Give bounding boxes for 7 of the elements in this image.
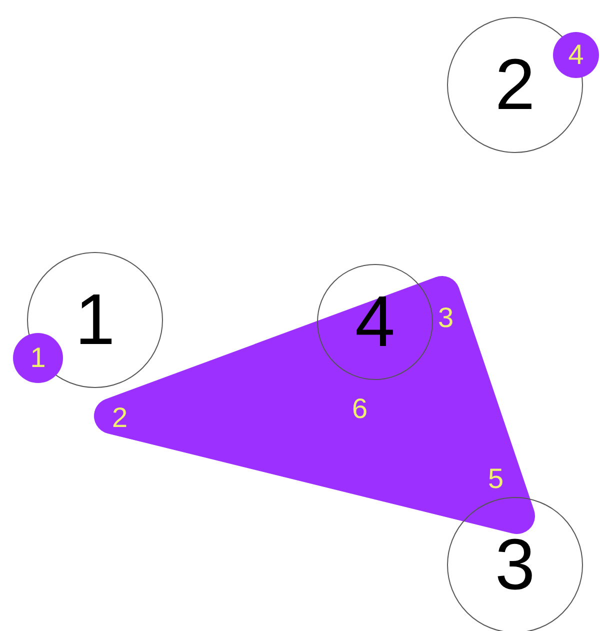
numbered-dot: 1 (13, 333, 63, 383)
numbered-dot: 4 (553, 32, 599, 78)
numbered-circle: 3 (447, 497, 583, 631)
corner-number: 3 (438, 304, 454, 332)
corner-number: 5 (488, 465, 504, 493)
corner-number: 2 (112, 404, 128, 432)
corner-number: 6 (352, 395, 368, 423)
